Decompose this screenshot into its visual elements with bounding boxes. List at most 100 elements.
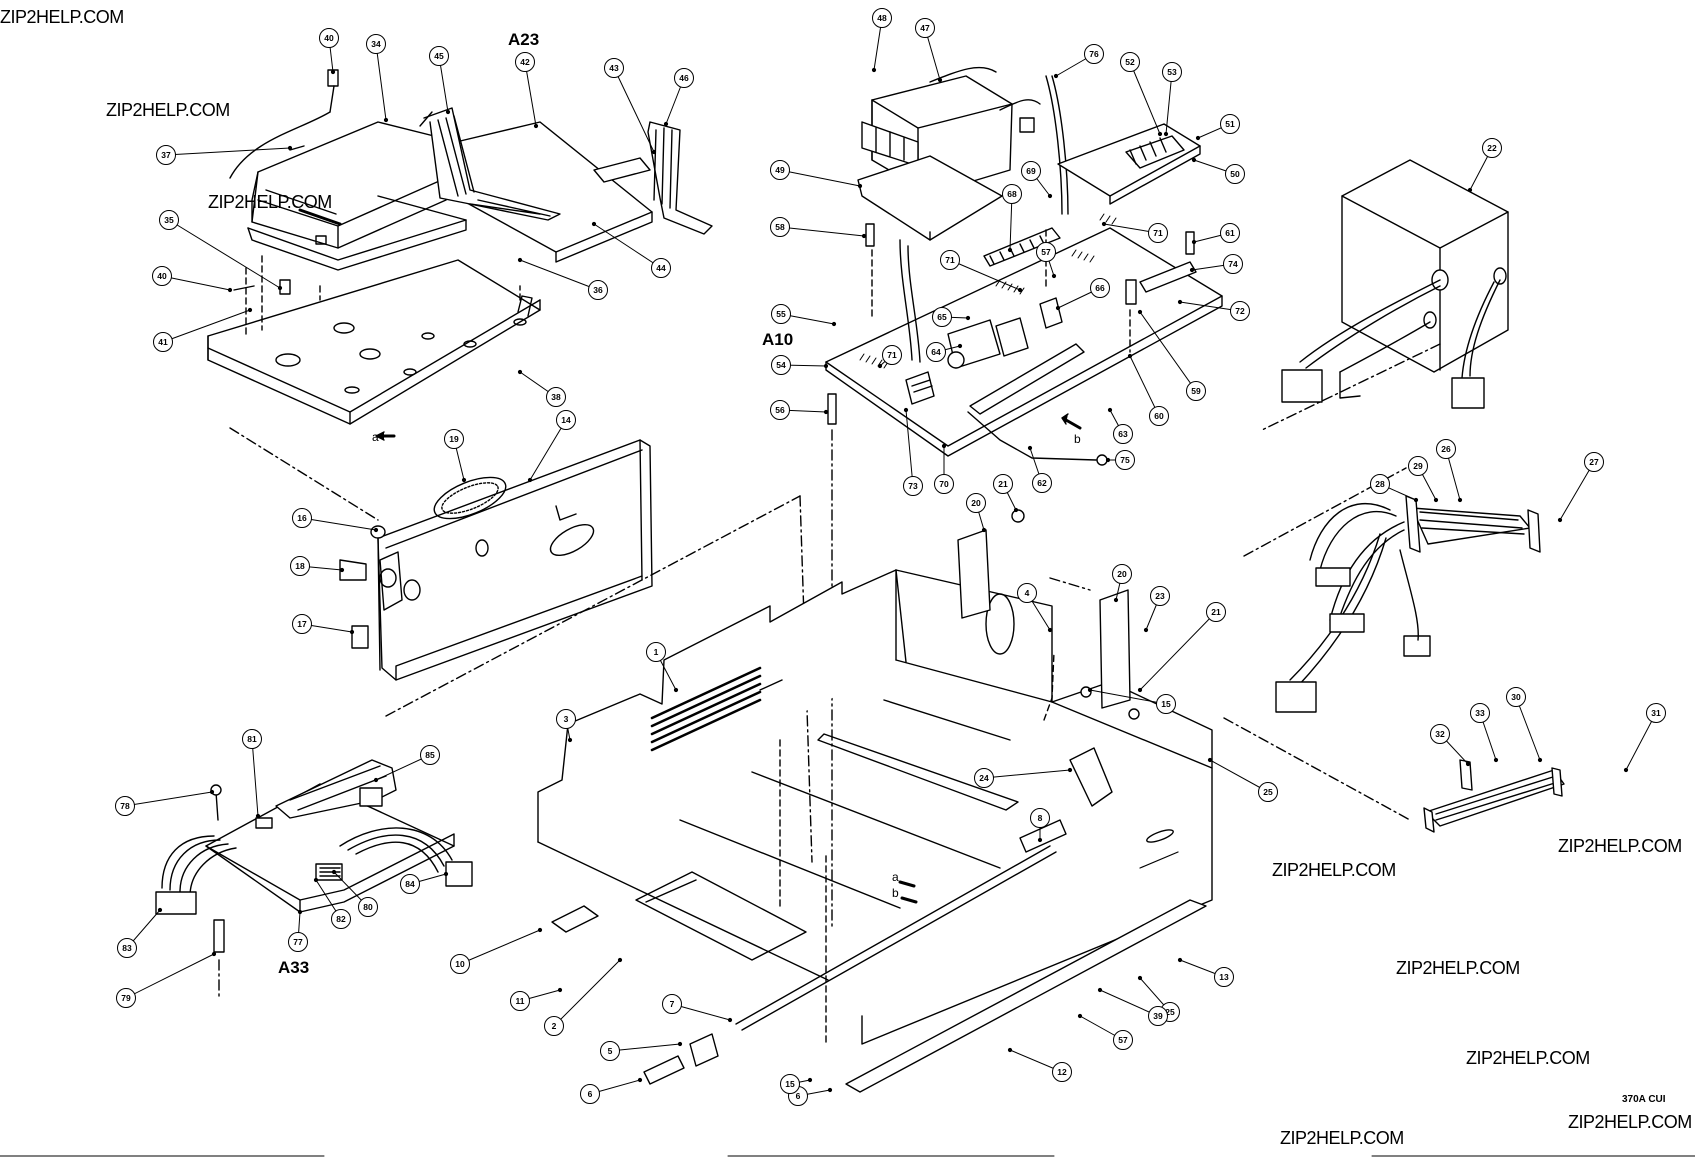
leader-line bbox=[983, 769, 1071, 779]
figure-code: 370A CUI bbox=[1622, 1094, 1666, 1105]
leader-arrowhead bbox=[941, 443, 947, 449]
leader-arrowhead bbox=[1143, 627, 1149, 633]
part-callout: 15 bbox=[780, 1074, 800, 1094]
part-callout: 7 bbox=[662, 994, 682, 1014]
part-callout: 71 bbox=[882, 345, 902, 365]
leader-arrowhead bbox=[957, 343, 963, 349]
part-callout: 37 bbox=[156, 145, 176, 165]
part-callout: 45 bbox=[429, 46, 449, 66]
part-callout: 21 bbox=[993, 474, 1013, 494]
part-callout: 40 bbox=[152, 266, 172, 286]
leader-line bbox=[1515, 696, 1541, 761]
leader-line bbox=[553, 959, 621, 1027]
part-callout: 27 bbox=[1584, 452, 1604, 472]
leader-arrowhead bbox=[727, 1017, 733, 1023]
leader-arrowhead bbox=[277, 285, 283, 291]
part-callout: 49 bbox=[770, 160, 790, 180]
part-callout: 36 bbox=[588, 280, 608, 300]
leader-arrowhead bbox=[227, 287, 233, 293]
part-callout: 42 bbox=[515, 52, 535, 72]
part-callout: 82 bbox=[331, 909, 351, 929]
leader-arrowhead bbox=[297, 909, 303, 915]
leader-arrowhead bbox=[1047, 627, 1053, 633]
leader-arrowhead bbox=[591, 221, 597, 227]
leader-arrowhead bbox=[1163, 131, 1169, 137]
leader-arrowhead bbox=[877, 363, 883, 369]
leader-arrowhead bbox=[1077, 1013, 1083, 1019]
leader-line bbox=[165, 147, 291, 156]
leader-arrowhead bbox=[339, 567, 345, 573]
leader-arrowhead bbox=[1557, 517, 1563, 523]
leader-line bbox=[609, 1043, 681, 1052]
leader-arrowhead bbox=[517, 257, 523, 263]
leader-arrowhead bbox=[1067, 767, 1073, 773]
part-callout: 30 bbox=[1506, 687, 1526, 707]
part-callout: 57 bbox=[1113, 1030, 1133, 1050]
part-callout: 66 bbox=[1090, 278, 1110, 298]
leader-arrowhead bbox=[1053, 73, 1059, 79]
leader-arrowhead bbox=[861, 233, 867, 239]
leader-arrowhead bbox=[1157, 131, 1163, 137]
part-callout: 54 bbox=[771, 355, 791, 375]
part-callout: 59 bbox=[1186, 381, 1206, 401]
leader-arrowhead bbox=[211, 951, 217, 957]
part-callout: 31 bbox=[1646, 703, 1666, 723]
leader-arrowhead bbox=[1101, 221, 1107, 227]
part-callout: 79 bbox=[116, 988, 136, 1008]
part-callout: 52 bbox=[1120, 52, 1140, 72]
part-callout: 2 bbox=[544, 1016, 564, 1036]
chassis bbox=[537, 509, 1213, 1093]
part-callout: 38 bbox=[546, 387, 566, 407]
leader-arrowhead bbox=[663, 121, 669, 127]
leader-arrowhead bbox=[1127, 353, 1133, 359]
watermark: ZIP2HELP.COM bbox=[1568, 1112, 1692, 1132]
part-callout: 85 bbox=[420, 745, 440, 765]
leader-arrowhead bbox=[157, 907, 163, 913]
part-callout: 83 bbox=[117, 938, 137, 958]
leader-arrowhead bbox=[807, 1077, 813, 1083]
leader-line bbox=[1139, 311, 1197, 392]
part-callout: 55 bbox=[771, 304, 791, 324]
leader-arrowhead bbox=[1047, 193, 1053, 199]
leader-arrowhead bbox=[937, 77, 943, 83]
part-callout: 47 bbox=[915, 18, 935, 38]
part-callout: 63 bbox=[1113, 424, 1133, 444]
assembly-label-a10: A10 bbox=[762, 330, 794, 349]
view-letter-b: b bbox=[1074, 432, 1081, 446]
leader-arrowhead bbox=[209, 789, 215, 795]
leader-line bbox=[1625, 712, 1657, 771]
leader-line bbox=[1139, 611, 1217, 691]
part-callout: 22 bbox=[1482, 138, 1502, 158]
leader-arrowhead bbox=[461, 477, 467, 483]
leader-arrowhead bbox=[1107, 407, 1113, 413]
leader-arrowhead bbox=[1013, 507, 1019, 513]
leader-arrowhead bbox=[1493, 757, 1499, 763]
part-callout: 81 bbox=[242, 729, 262, 749]
part-callout: 5 bbox=[600, 1041, 620, 1061]
leader-arrowhead bbox=[255, 813, 261, 819]
leader-arrowhead bbox=[517, 369, 523, 375]
leader-line bbox=[124, 791, 213, 807]
leader-line bbox=[905, 409, 914, 487]
part-callout: 58 bbox=[770, 217, 790, 237]
part-callout: 50 bbox=[1225, 164, 1245, 184]
leader-arrowhead bbox=[677, 1041, 683, 1047]
assembly-label-a33: A33 bbox=[278, 958, 310, 977]
leader-arrowhead bbox=[1017, 287, 1023, 293]
leader-arrowhead bbox=[330, 69, 336, 75]
watermark: ZIP2HELP.COM bbox=[1280, 1128, 1404, 1148]
part-callout: 62 bbox=[1032, 473, 1052, 493]
watermark: ZIP2HELP.COM bbox=[1466, 1048, 1590, 1068]
part-callout: 34 bbox=[366, 34, 386, 54]
part-callout: 61 bbox=[1220, 223, 1240, 243]
part-callout: 13 bbox=[1214, 967, 1234, 987]
part-callout: 39 bbox=[1148, 1006, 1168, 1026]
leader-arrowhead bbox=[373, 777, 379, 783]
part-callout: 4 bbox=[1017, 583, 1037, 603]
leader-line bbox=[459, 929, 541, 965]
leader-line bbox=[613, 67, 655, 153]
part-callout: 74 bbox=[1223, 254, 1243, 274]
part-callout: 10 bbox=[450, 954, 470, 974]
leader-arrowhead bbox=[1027, 445, 1033, 451]
assembly-label-a23: A23 bbox=[508, 30, 540, 49]
